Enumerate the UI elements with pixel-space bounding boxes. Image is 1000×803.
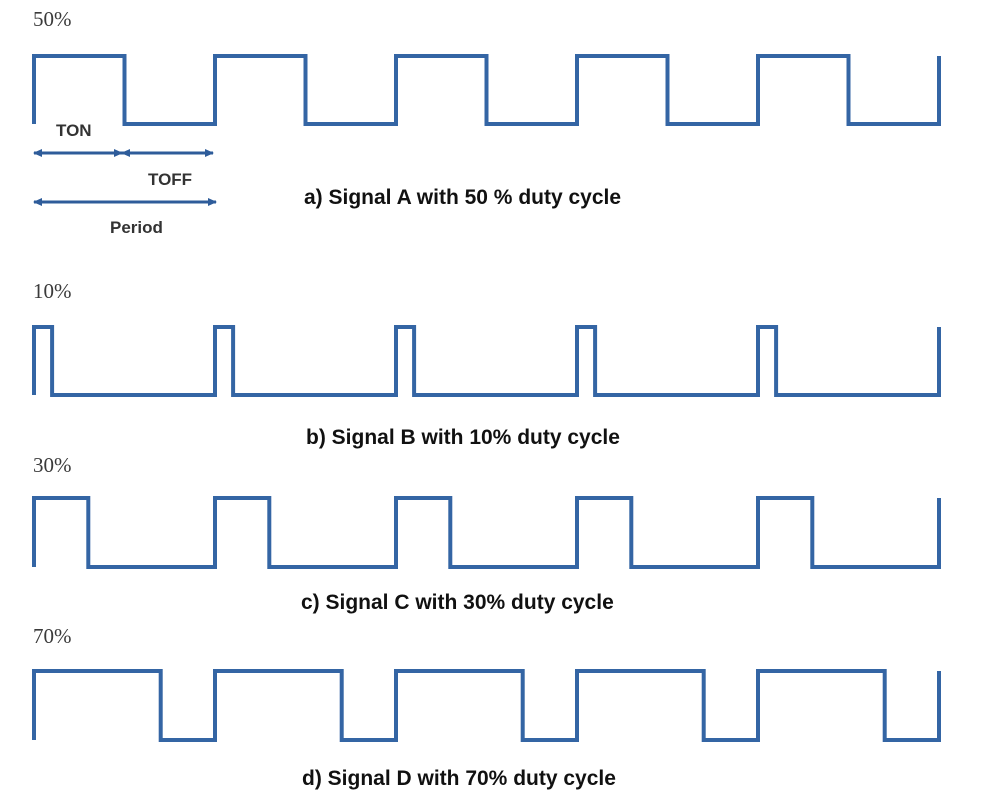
signal-a-duty-label: 50% xyxy=(33,7,72,31)
signal-a-waveform xyxy=(32,54,941,126)
toff-label: TOFF xyxy=(148,170,193,189)
signal-c-waveform xyxy=(32,496,941,569)
signal-b-duty-label: 10% xyxy=(33,279,72,303)
signal-a-caption: a) Signal A with 50 % duty cycle xyxy=(304,186,622,209)
signal-d-duty-label: 70% xyxy=(33,624,72,648)
signal-d-caption: d) Signal D with 70% duty cycle xyxy=(302,767,616,790)
period-label: Period xyxy=(110,218,163,237)
signal-b-caption: b) Signal B with 10% duty cycle xyxy=(306,426,620,449)
signal-c-caption: c) Signal C with 30% duty cycle xyxy=(301,591,614,614)
signal-b-waveform xyxy=(32,325,941,397)
signal-c-duty-label: 30% xyxy=(33,453,72,477)
ton-label: TON xyxy=(56,121,92,140)
signal-d-waveform xyxy=(32,669,941,742)
